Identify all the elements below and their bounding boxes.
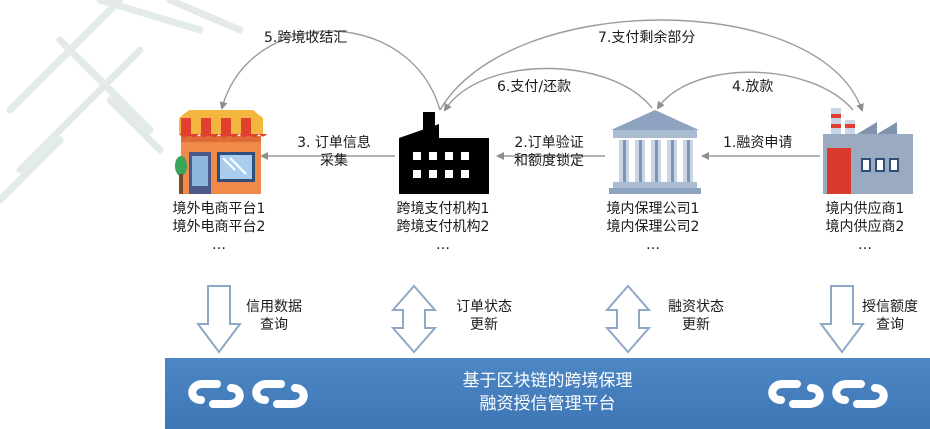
platform-title: 基于区块链的跨境保理 融资授信管理平台 bbox=[165, 370, 930, 416]
supplier-factory-icon bbox=[823, 108, 913, 194]
entity-domestic-supplier-line2: 境内供应商2 bbox=[825, 219, 905, 235]
label-step1: 1.融资申请 bbox=[723, 135, 793, 151]
chain-link-icon bbox=[188, 380, 308, 408]
link-financing-status-line2: 更新 bbox=[682, 317, 710, 333]
link-financing-status-update: 融资状态 更新 bbox=[668, 298, 724, 334]
link-credit-data-query: 信用数据 查询 bbox=[246, 298, 302, 334]
label-step3-line2: 采集 bbox=[320, 153, 348, 169]
bank-building-icon bbox=[609, 110, 701, 194]
platform-title-line1: 基于区块链的跨境保理 bbox=[462, 371, 633, 391]
down-arrow-icon bbox=[819, 285, 865, 354]
entity-domestic-factoring-line2: 境内保理公司2 bbox=[606, 219, 700, 235]
storefront-icon bbox=[175, 110, 267, 194]
entity-overseas-ecommerce: 境外电商平台1 境外电商平台2 … bbox=[149, 200, 289, 254]
label-step4: 4.放款 bbox=[732, 79, 774, 95]
link-order-status-line1: 订单状态 bbox=[456, 299, 512, 315]
down-arrow-icon bbox=[196, 285, 242, 354]
link-order-status-line2: 更新 bbox=[470, 317, 498, 333]
platform-title-line2: 融资授信管理平台 bbox=[479, 394, 616, 414]
label-step2-line1: 2.订单验证 bbox=[514, 135, 584, 151]
link-credit-limit-line2: 查询 bbox=[876, 317, 904, 333]
label-step7: 7.支付剩余部分 bbox=[598, 30, 696, 46]
entity-domestic-supplier: 境内供应商1 境内供应商2 … bbox=[800, 200, 930, 254]
flow-curve-step7 bbox=[439, 19, 864, 112]
entity-overseas-ecommerce-line1: 境外电商平台1 bbox=[172, 201, 266, 217]
entity-domestic-supplier-line3: … bbox=[858, 237, 872, 253]
link-order-status-update: 订单状态 更新 bbox=[456, 298, 512, 334]
entity-domestic-factoring: 境内保理公司1 境内保理公司2 … bbox=[583, 200, 723, 254]
flow-curve-step6 bbox=[443, 67, 653, 112]
entity-cross-border-payment-line3: … bbox=[436, 237, 450, 253]
flow-curve-step4 bbox=[656, 71, 854, 111]
label-step6: 6.支付/还款 bbox=[497, 79, 572, 95]
flow-curve-step5 bbox=[219, 30, 441, 111]
link-credit-limit-query: 授信额度 查询 bbox=[862, 298, 918, 334]
label-step3: 3. 订单信息 采集 bbox=[282, 134, 386, 170]
chain-link-icon bbox=[768, 380, 888, 408]
entity-cross-border-payment-line2: 跨境支付机构2 bbox=[396, 219, 490, 235]
label-step3-line1: 3. 订单信息 bbox=[297, 135, 371, 151]
blockchain-platform-bar: 基于区块链的跨境保理 融资授信管理平台 bbox=[165, 358, 930, 429]
entity-domestic-factoring-line3: … bbox=[646, 237, 660, 253]
up-down-arrow-icon bbox=[605, 284, 651, 354]
entity-domestic-factoring-line1: 境内保理公司1 bbox=[606, 201, 700, 217]
label-step5: 5.跨境收结汇 bbox=[264, 30, 348, 46]
entity-cross-border-payment: 跨境支付机构1 跨境支付机构2 … bbox=[373, 200, 513, 254]
label-step2-line2: 和额度锁定 bbox=[514, 153, 584, 169]
link-credit-data-line2: 查询 bbox=[260, 317, 288, 333]
link-credit-limit-line1: 授信额度 bbox=[862, 299, 918, 315]
label-step2: 2.订单验证 和额度锁定 bbox=[497, 134, 601, 170]
link-financing-status-line1: 融资状态 bbox=[668, 299, 724, 315]
entity-overseas-ecommerce-line2: 境外电商平台2 bbox=[172, 219, 266, 235]
factory-building-icon bbox=[399, 112, 489, 194]
up-down-arrow-icon bbox=[391, 284, 437, 354]
entity-overseas-ecommerce-line3: … bbox=[212, 237, 226, 253]
entity-domestic-supplier-line1: 境内供应商1 bbox=[825, 201, 905, 217]
entity-cross-border-payment-line1: 跨境支付机构1 bbox=[396, 201, 490, 217]
link-credit-data-line1: 信用数据 bbox=[246, 299, 302, 315]
